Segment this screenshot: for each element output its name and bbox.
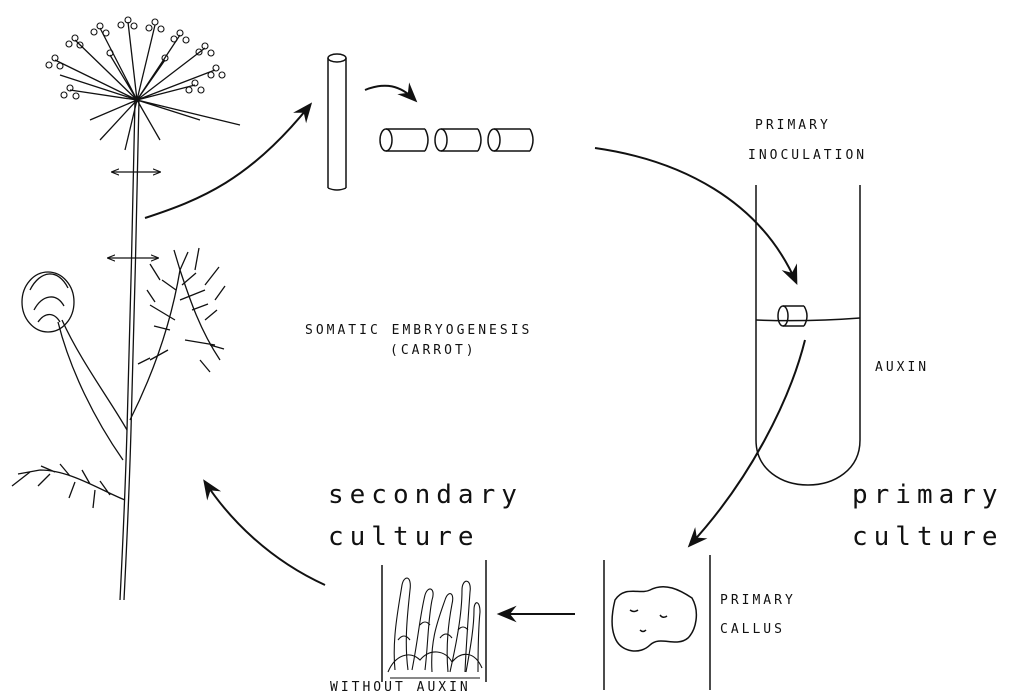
auxin-label: AUXIN — [875, 360, 929, 375]
diagram-title: SOMATIC EMBRYOGENESIS — [305, 323, 532, 338]
primary-culture-tube — [756, 185, 860, 485]
primary-culture-label-line2: culture — [852, 522, 1004, 552]
primary-inoculation-label-line2: INOCULATION — [748, 148, 867, 163]
primary-culture-label-line1: primary — [852, 480, 1004, 510]
secondary-culture-tube — [382, 560, 486, 682]
without-auxin-label: WITHOUT AUXIN — [330, 680, 471, 695]
primary-callus-tube — [604, 555, 710, 690]
primary-callus-label-line1: PRIMARY — [720, 593, 796, 608]
diagram-subtitle: (CARROT) — [390, 343, 477, 358]
carrot-plant-illustration — [12, 17, 240, 600]
primary-callus-label-line2: CALLUS — [720, 622, 785, 637]
primary-inoculation-label-line1: PRIMARY — [755, 118, 831, 133]
secondary-culture-label-line1: secondary — [328, 480, 523, 510]
stem-segment-illustration — [328, 54, 346, 190]
secondary-culture-label-line2: culture — [328, 522, 480, 552]
stem-pieces-illustration — [380, 129, 533, 151]
